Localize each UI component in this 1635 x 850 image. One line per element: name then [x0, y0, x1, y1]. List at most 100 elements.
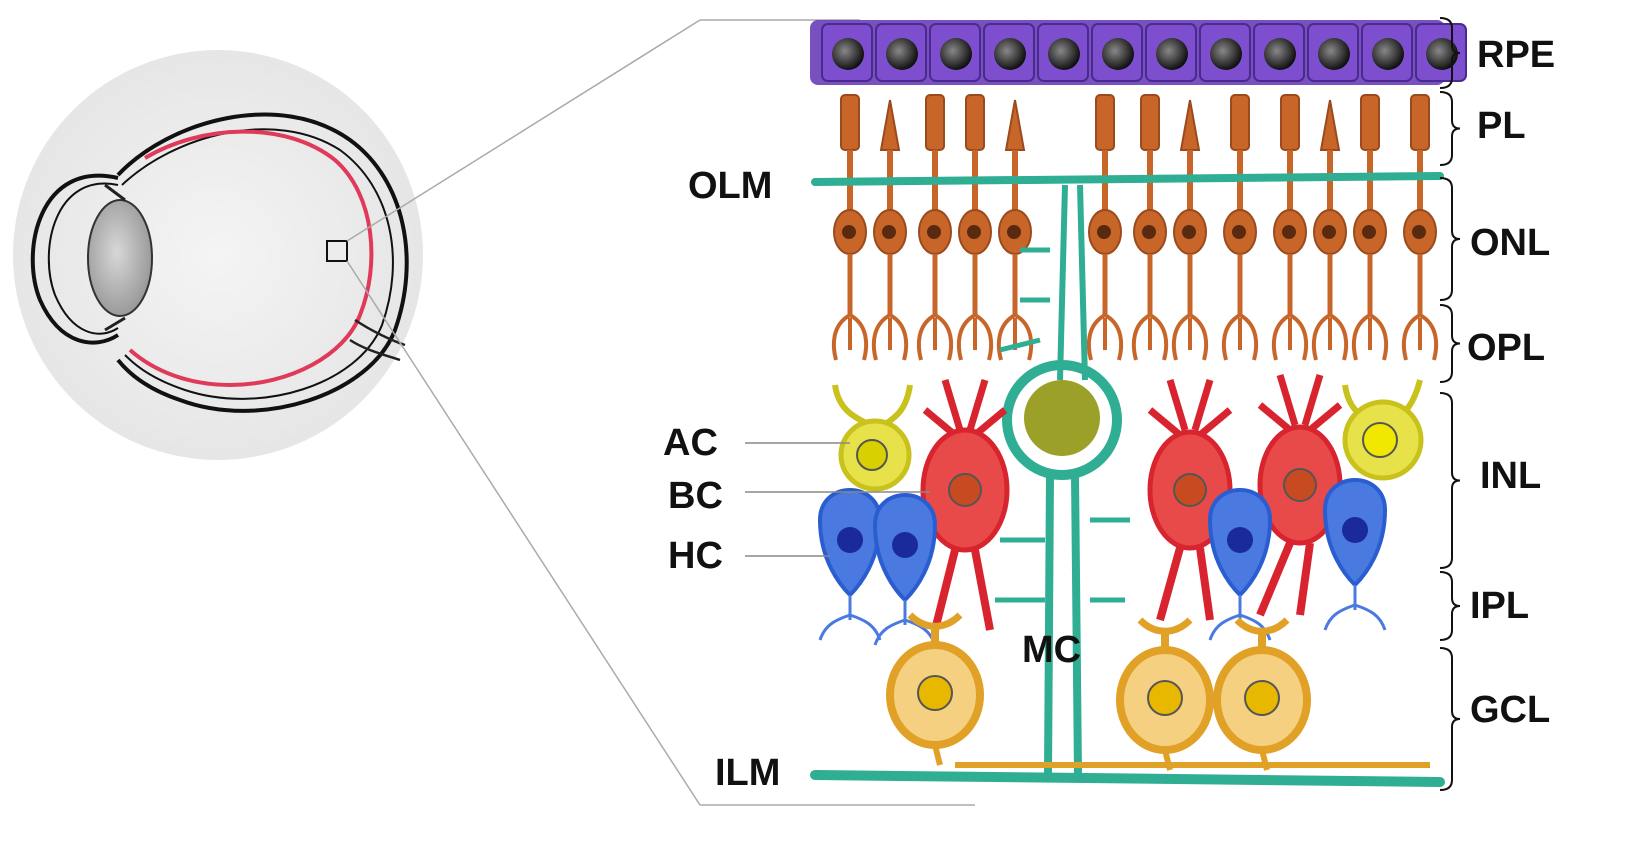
- photoreceptor-terminal: [1401, 313, 1439, 361]
- brace-onl: [1439, 177, 1461, 301]
- ganglion-cells: [886, 612, 1430, 771]
- photoreceptor-nucleus: [842, 225, 856, 239]
- brace-inl: [1439, 392, 1461, 569]
- photoreceptor-nucleus: [1322, 225, 1336, 239]
- photoreceptor-nucleus: [1142, 225, 1156, 239]
- horizontal-cell-nucleus: [837, 527, 863, 553]
- rpe-nucleus: [1210, 38, 1242, 70]
- sclera: [116, 112, 409, 413]
- rpe-nucleus: [886, 38, 918, 70]
- horizontal-cell-dendrites: [818, 595, 882, 641]
- brace-ipl: [1439, 571, 1461, 641]
- bipolar-cells: [920, 373, 1343, 631]
- rod-outer-segment: [1410, 94, 1430, 151]
- rpe-nucleus: [1318, 38, 1350, 70]
- horizontal-cell-dendrites: [1208, 595, 1272, 641]
- label-pl: PL: [1477, 105, 1526, 147]
- horizontal-cells: [817, 478, 1388, 646]
- rpe-nucleus: [832, 38, 864, 70]
- photoreceptor-nucleus: [1182, 225, 1196, 239]
- cone-outer-segment: [1179, 99, 1201, 151]
- label-bc: BC: [668, 475, 723, 517]
- photoreceptor-terminal: [871, 313, 909, 361]
- brace-opl: [1439, 304, 1461, 383]
- rpe-nucleus: [1264, 38, 1296, 70]
- amacrine-cells: [832, 379, 1424, 492]
- photoreceptor-terminal: [1351, 313, 1389, 361]
- ganglion-nucleus: [917, 675, 953, 711]
- muller-cell: [995, 184, 1130, 776]
- rpe-nucleus: [994, 38, 1026, 70]
- rod-outer-segment: [1230, 94, 1250, 151]
- horizontal-cell-nucleus: [892, 532, 918, 558]
- brace-gcl: [1439, 647, 1461, 791]
- label-inl: INL: [1480, 455, 1541, 497]
- label-gcl: GCL: [1470, 689, 1550, 731]
- zoom-lines: [346, 19, 975, 806]
- rod-outer-segment: [1280, 94, 1300, 151]
- retina-layers-illustration: [810, 20, 1467, 787]
- ganglion-nucleus: [1147, 680, 1183, 716]
- rpe-nucleus: [1372, 38, 1404, 70]
- muller-nucleus: [1024, 380, 1100, 456]
- label-rpe: RPE: [1477, 34, 1555, 76]
- photoreceptor-terminal: [996, 313, 1034, 361]
- photoreceptor-terminal: [1271, 313, 1309, 361]
- label-onl: ONL: [1470, 222, 1550, 264]
- ganglion-dendrites: [1137, 617, 1193, 635]
- label-hc: HC: [668, 535, 723, 577]
- photoreceptor-nucleus: [967, 225, 981, 239]
- photoreceptor-terminal: [831, 313, 869, 361]
- photoreceptor-terminal: [956, 313, 994, 361]
- cone-outer-segment: [1319, 99, 1341, 151]
- photoreceptor-cells: [831, 94, 1439, 361]
- rpe-cells: [821, 23, 1467, 82]
- eye-background: [13, 50, 423, 460]
- ilm-line: [810, 770, 1445, 787]
- label-ipl: IPL: [1470, 585, 1529, 627]
- photoreceptor-nucleus: [882, 225, 896, 239]
- rod-outer-segment: [1095, 94, 1115, 151]
- brace-rpe: [1439, 17, 1461, 89]
- photoreceptor-nucleus: [1007, 225, 1021, 239]
- rod-outer-segment: [840, 94, 860, 151]
- photoreceptor-terminal: [916, 313, 954, 361]
- rod-outer-segment: [1140, 94, 1160, 151]
- photoreceptor-terminal: [1086, 313, 1124, 361]
- photoreceptor-nucleus: [1097, 225, 1111, 239]
- rod-outer-segment: [1360, 94, 1380, 151]
- cone-outer-segment: [879, 99, 901, 151]
- label-mc: MC: [1022, 629, 1081, 671]
- eye-cross-section: [13, 50, 423, 460]
- rod-outer-segment: [965, 94, 985, 151]
- rpe-nucleus: [1048, 38, 1080, 70]
- layer-braces: [1439, 17, 1461, 791]
- lens: [87, 199, 153, 317]
- olm-line: [811, 172, 1444, 186]
- cornea: [30, 173, 120, 345]
- label-connectors: [745, 442, 930, 557]
- photoreceptor-terminal: [1131, 313, 1169, 361]
- label-ilm: ILM: [715, 752, 780, 794]
- zoom-box: [326, 240, 348, 262]
- photoreceptor-nucleus: [927, 225, 941, 239]
- photoreceptor-terminal: [1171, 313, 1209, 361]
- brace-pl: [1439, 91, 1461, 166]
- label-ac: AC: [663, 422, 718, 464]
- photoreceptor-nucleus: [1412, 225, 1426, 239]
- photoreceptor-nucleus: [1362, 225, 1376, 239]
- label-olm: OLM: [688, 165, 772, 207]
- label-opl: OPL: [1467, 327, 1545, 369]
- rpe-nucleus: [1156, 38, 1188, 70]
- rpe-nucleus: [940, 38, 972, 70]
- photoreceptor-nucleus: [1232, 225, 1246, 239]
- rpe-nucleus: [1102, 38, 1134, 70]
- horizontal-cell-nucleus: [1342, 517, 1368, 543]
- retina-line: [128, 129, 374, 388]
- rpe-nucleus: [1426, 38, 1458, 70]
- horizontal-cell-nucleus: [1227, 527, 1253, 553]
- photoreceptor-terminal: [1311, 313, 1349, 361]
- photoreceptor-nucleus: [1282, 225, 1296, 239]
- rod-outer-segment: [925, 94, 945, 151]
